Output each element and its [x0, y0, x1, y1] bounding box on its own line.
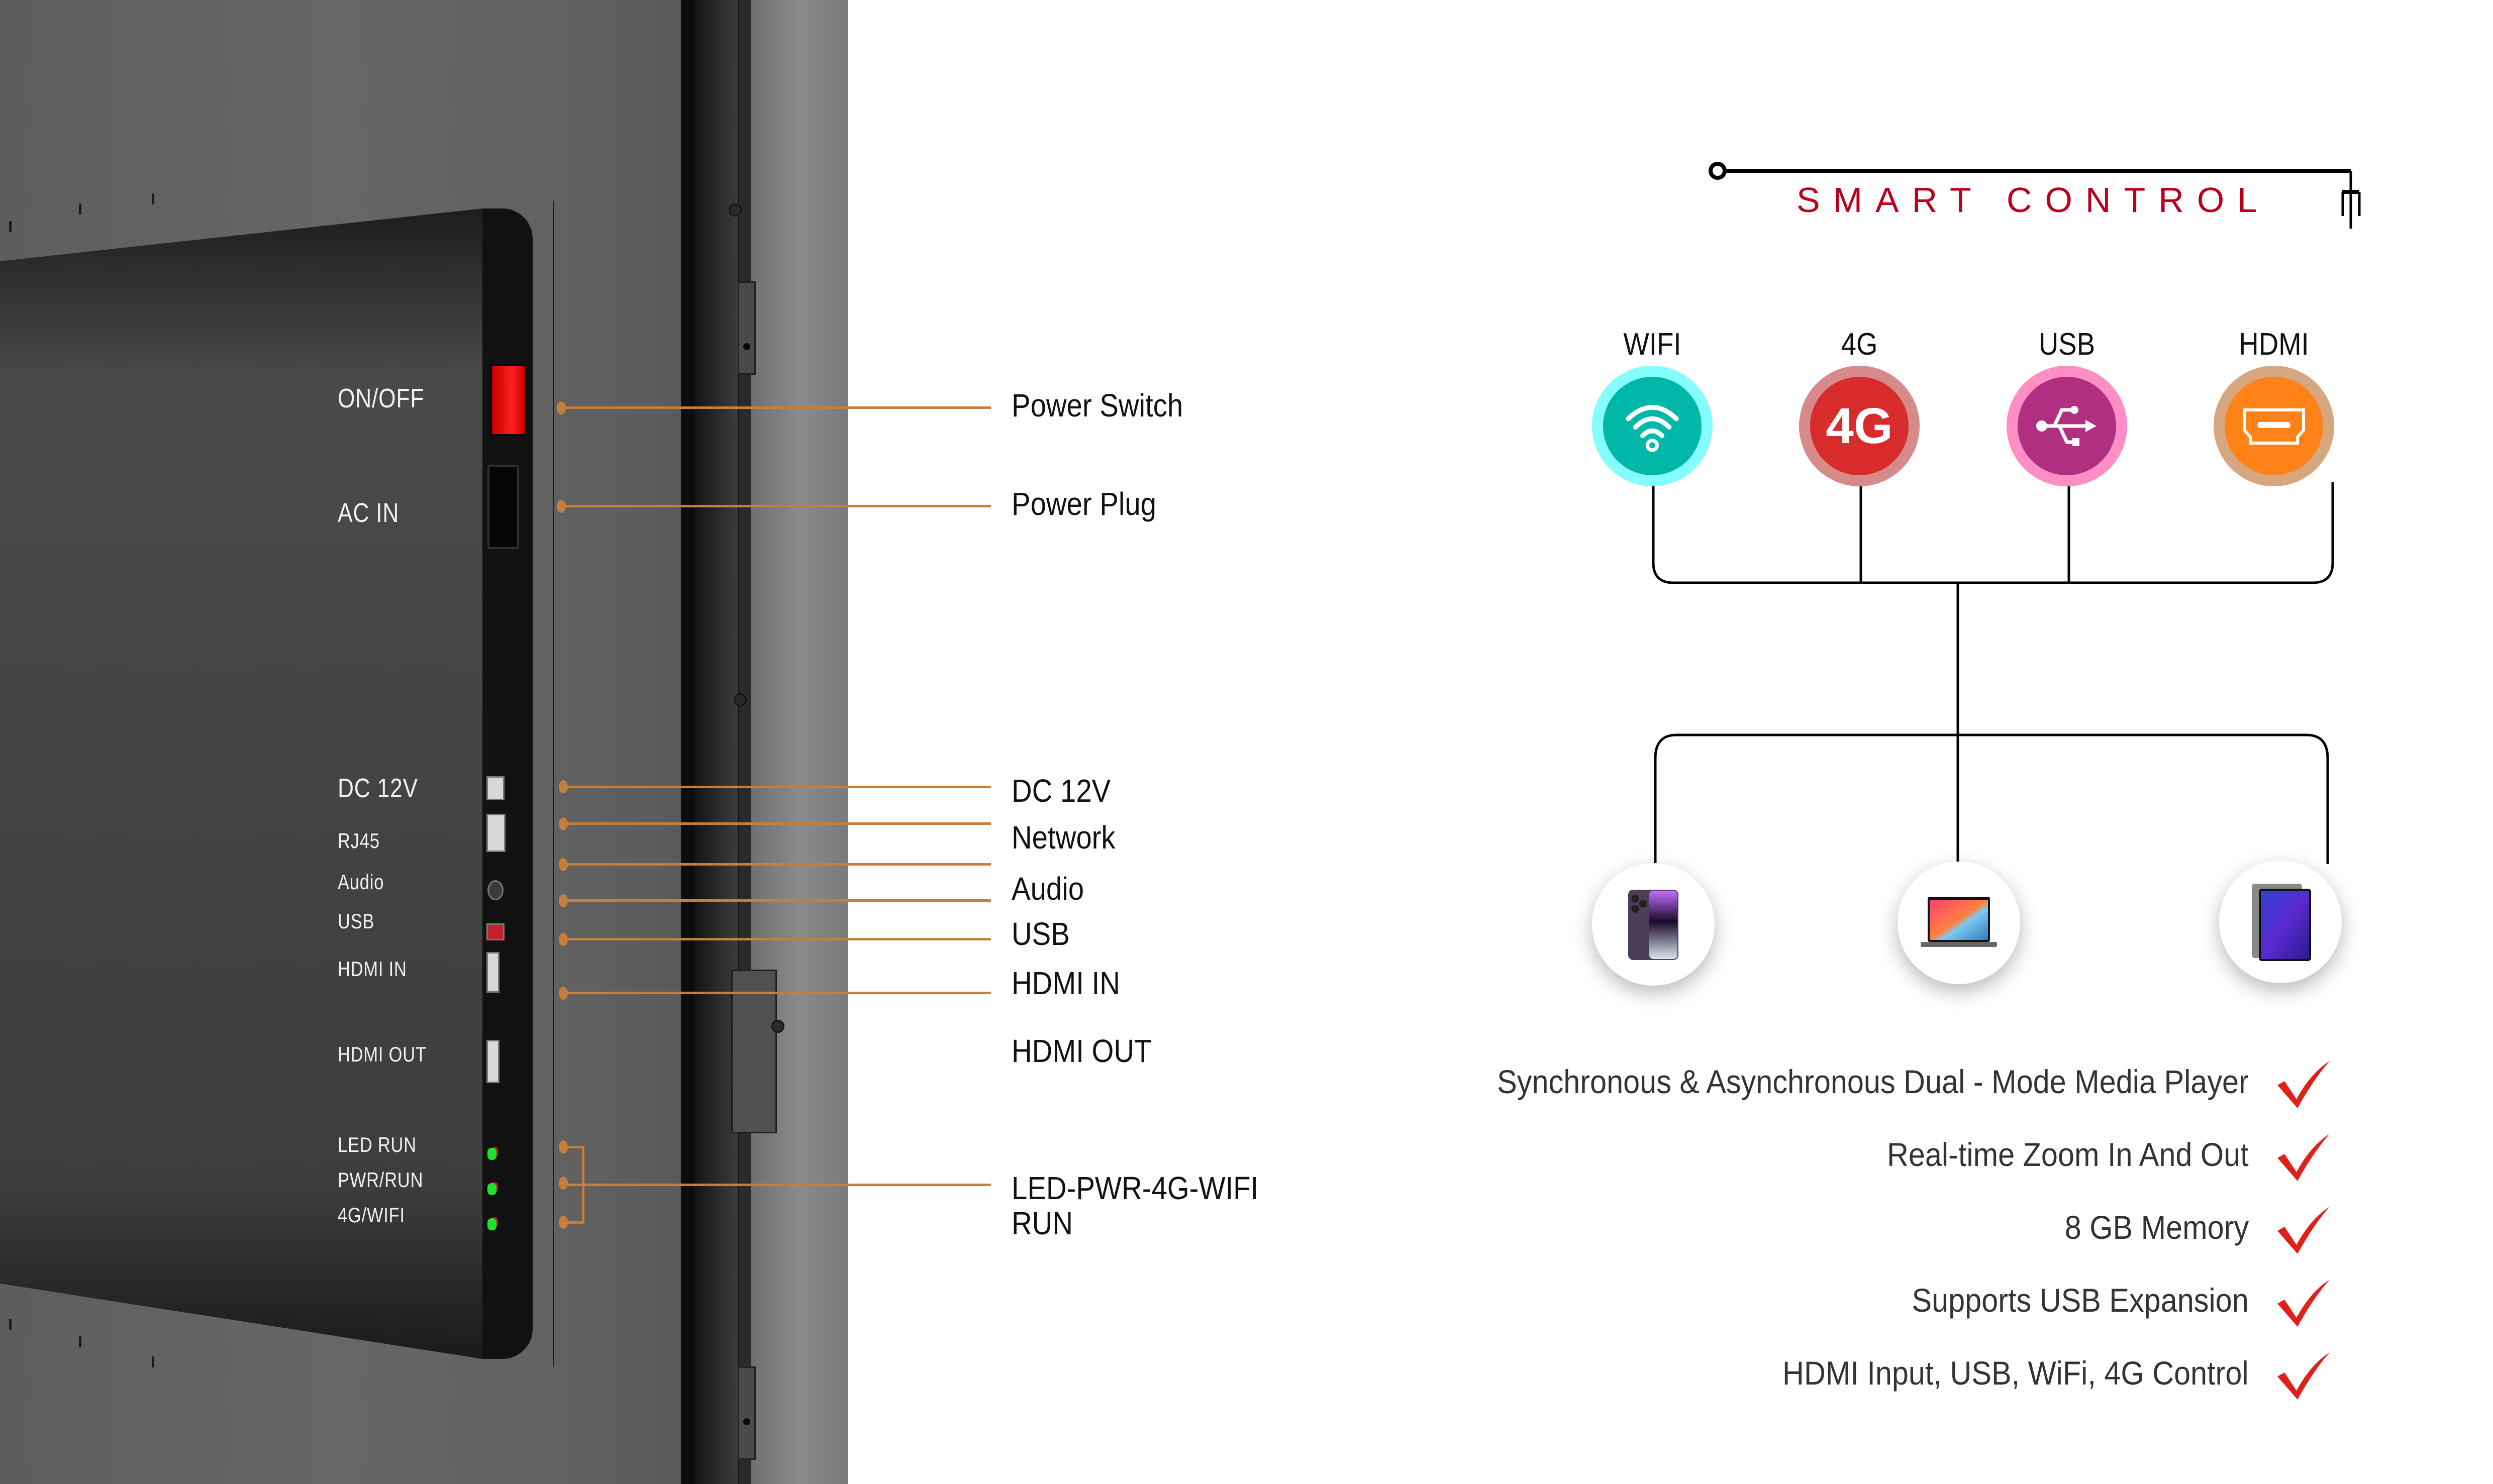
callout-label: DC 12V	[1012, 773, 1111, 809]
clip	[79, 203, 81, 215]
input-label: USB	[2038, 327, 2096, 362]
smartphone-icon	[1592, 863, 1715, 986]
connection-tree-lines	[1652, 482, 2334, 864]
input-label: 4G	[1841, 327, 1878, 362]
silk-on-off: ON/OFF	[338, 383, 425, 413]
callout-line	[563, 1184, 991, 1186]
screw	[734, 693, 747, 706]
callout-line	[563, 863, 991, 866]
product-rear-panel-photo: ON/OFF AC IN DC 12V RJ45 Audio USB HDMI …	[0, 0, 848, 1484]
io-housing	[0, 208, 530, 1359]
callout-line	[563, 822, 991, 825]
hdmi-out-port[interactable]	[486, 1040, 500, 1083]
silk-led-run: LED RUN	[338, 1133, 417, 1156]
power-rocker-switch[interactable]	[490, 364, 527, 436]
panel-edge-line	[553, 201, 554, 1366]
wifi-glyph	[1626, 405, 1679, 452]
smartphone-image	[1628, 890, 1678, 960]
screw	[729, 203, 742, 217]
mount-bracket	[731, 970, 777, 1133]
callout-bracket	[563, 1221, 583, 1224]
frame-rail	[738, 0, 752, 1484]
clip	[9, 1319, 12, 1330]
hdmi-icon	[2214, 366, 2334, 486]
mount-bracket	[738, 1366, 756, 1460]
silk-rj45: RJ45	[338, 829, 380, 853]
callout-bracket	[563, 1146, 583, 1148]
callout-line	[563, 992, 991, 994]
smart-control-title: SMART CONTROL	[1797, 180, 2270, 220]
callout-label: HDMI OUT	[1012, 1033, 1152, 1069]
led-run-indicator	[487, 1148, 496, 1160]
frame-rail	[695, 0, 738, 1484]
checkmark-icon	[2277, 1061, 2330, 1108]
callout-label: Power Switch	[1012, 387, 1183, 423]
callout-label: Power Plug	[1012, 486, 1157, 522]
wifi-icon	[1592, 366, 1713, 486]
laptop-image	[1921, 897, 1997, 947]
4g-signal-icon: 4G	[1799, 366, 1920, 486]
clip	[79, 1336, 81, 1347]
clip	[152, 193, 154, 204]
feature-text: Synchronous & Asynchronous Dual - Mode M…	[1497, 1063, 2249, 1100]
checkmark-icon	[2277, 1352, 2330, 1400]
dc-12v-port[interactable]	[486, 776, 505, 800]
callout-line	[561, 406, 991, 409]
silk-hdmi-out: HDMI OUT	[338, 1042, 427, 1066]
tablet-image	[2252, 884, 2311, 961]
callout-label: LED-PWR-4G-WIFI	[1012, 1170, 1259, 1206]
feature-text: HDMI Input, USB, WiFi, 4G Control	[1782, 1354, 2249, 1392]
4g-glyph: 4G	[1826, 397, 1893, 454]
usb-glyph	[2036, 406, 2097, 446]
callout-line	[563, 786, 991, 788]
feature-text: 8 GB Memory	[2064, 1209, 2249, 1246]
silk-pwr-run: PWR/RUN	[338, 1168, 424, 1192]
callout-label-line2: RUN	[1012, 1205, 1073, 1241]
feature-text: Supports USB Expansion	[1912, 1282, 2249, 1319]
hdmi-in-port[interactable]	[486, 952, 500, 993]
led-pwr-run-indicator	[487, 1183, 496, 1195]
silk-hdmi-in: HDMI IN	[338, 957, 407, 981]
silk-usb: USB	[338, 909, 375, 933]
frame-rail	[751, 0, 848, 1484]
ac-power-socket[interactable]	[487, 465, 519, 549]
laptop-icon	[1898, 862, 2020, 984]
checkmark-icon	[2277, 1280, 2330, 1327]
silk-dc-12v: DC 12V	[338, 773, 418, 803]
callout-line	[561, 505, 991, 507]
callout-line	[563, 938, 991, 940]
callout-line	[563, 899, 991, 902]
callout-dot	[559, 1177, 568, 1190]
callout-label: Audio	[1012, 871, 1084, 907]
tablet-icon	[2219, 861, 2342, 983]
audio-jack[interactable]	[487, 880, 504, 900]
mount-bracket	[738, 281, 756, 375]
silk-4g-wifi: 4G/WIFI	[338, 1203, 405, 1227]
usb-icon	[2007, 366, 2127, 486]
callout-label: HDMI IN	[1012, 965, 1120, 1001]
clip	[9, 221, 12, 232]
smart-control-header-line	[1709, 162, 2361, 229]
screw	[771, 1020, 784, 1033]
callout-label: Network	[1012, 819, 1116, 856]
silk-audio: Audio	[338, 870, 384, 894]
usb-port[interactable]	[486, 923, 505, 940]
input-label: WIFI	[1623, 327, 1681, 362]
feature-text: Real-time Zoom In And Out	[1887, 1136, 2249, 1173]
silk-ac-in: AC IN	[338, 498, 400, 528]
clip	[152, 1356, 154, 1367]
hdmi-glyph	[2243, 408, 2305, 445]
rj45-port[interactable]	[486, 814, 506, 852]
frame-rail	[681, 0, 695, 1484]
led-4g-wifi-indicator	[487, 1218, 496, 1230]
input-label: HDMI	[2239, 327, 2309, 362]
checkmark-icon	[2277, 1134, 2330, 1181]
checkmark-icon	[2277, 1207, 2330, 1254]
callout-label: USB	[1012, 916, 1070, 952]
